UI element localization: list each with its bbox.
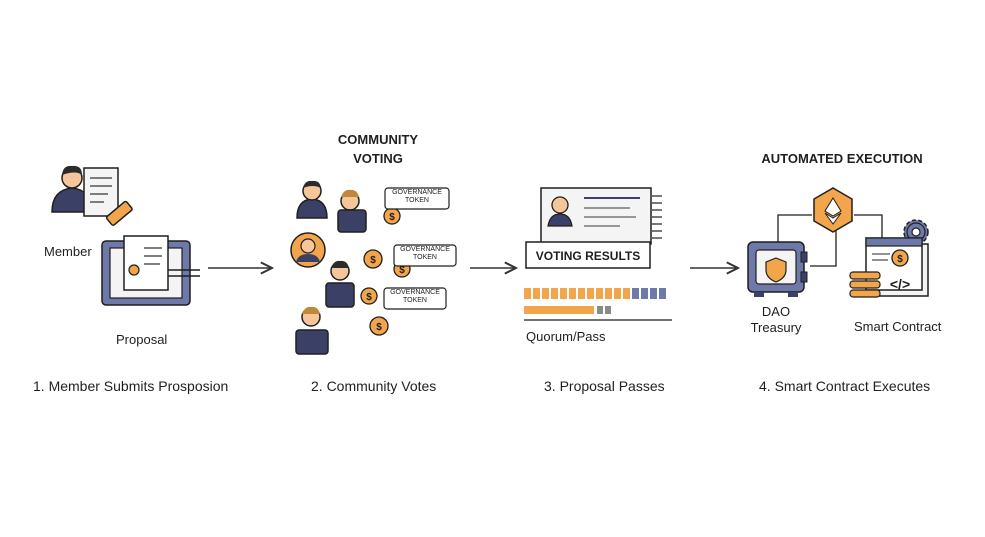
voter-4-person-icon [325,260,355,308]
token-label-line-1: GOVERNANCE [400,246,450,253]
token-tag-1 [384,187,450,210]
svg-text:$: $ [399,265,405,276]
quorum-pass-label: Quorum/Pass [526,329,606,344]
token-label-line-2: TOKEN [403,297,427,304]
coin-icon: $ [369,316,389,336]
governance-token-label-2: GOVERNANCE TOKEN [394,246,456,262]
community-voting-header: COMMUNITY VOTING [318,130,438,168]
treasury-label-line-2: Treasury [750,320,802,335]
member-person-icon [51,165,93,213]
profile-card-icon [540,187,662,245]
proposal-label: Proposal [116,332,168,347]
header-line-1: COMMUNITY [337,132,419,147]
svg-text:$: $ [389,212,395,223]
smart-contract-label: Smart Contract [854,319,942,334]
dao-treasury-label: DAO Treasury [744,304,808,336]
token-label-line-1: GOVERNANCE [390,289,440,296]
coin-icon: $ [363,249,383,269]
svg-text:$: $ [376,322,382,333]
treasury-label-line-1: DAO [761,304,791,319]
ethereum-icon [813,187,853,233]
connector-lines [777,214,883,267]
token-tag-3 [383,287,447,310]
header-line-2: VOTING [353,151,403,166]
step2-caption: 2. Community Votes [311,378,437,394]
token-tag-2 [393,244,457,267]
svg-text:</>: </> [890,276,910,292]
member-label: Member [44,244,92,259]
quorum-progress-bar-icon [524,288,672,321]
governance-token-label-1: GOVERNANCE TOKEN [385,189,449,205]
voter-1-person-icon [296,180,328,219]
coin-icon: $ [383,207,401,225]
voter-3-person-icon [290,232,326,268]
svg-text:$: $ [370,255,376,266]
pen-icon [105,200,133,226]
screen-icon [101,235,200,306]
svg-text:$: $ [366,292,372,303]
svg-text:$: $ [897,254,903,265]
voter-2-person-icon [337,189,367,233]
governance-token-label-3: GOVERNANCE TOKEN [384,289,446,305]
voting-results-box [525,241,651,269]
token-label-line-2: TOKEN [405,197,429,204]
voting-results-label: VOTING RESULTS [535,249,641,263]
token-label-line-2: TOKEN [413,254,437,261]
step3-caption: 3. Proposal Passes [544,378,665,394]
step4-caption: 4. Smart Contract Executes [759,378,931,394]
voter-5-person-icon [295,306,329,355]
step1-caption: 1. Member Submits Prosposion [33,378,229,394]
token-label-line-1: GOVERNANCE [392,189,442,196]
coin-icon: $ [360,287,378,305]
proposal-document-icon [83,167,119,217]
treasury-vault-icon [747,241,808,297]
smart-contract-code-icon: $ </> [849,237,929,298]
automated-execution-header: AUTOMATED EXECUTION [761,151,923,166]
